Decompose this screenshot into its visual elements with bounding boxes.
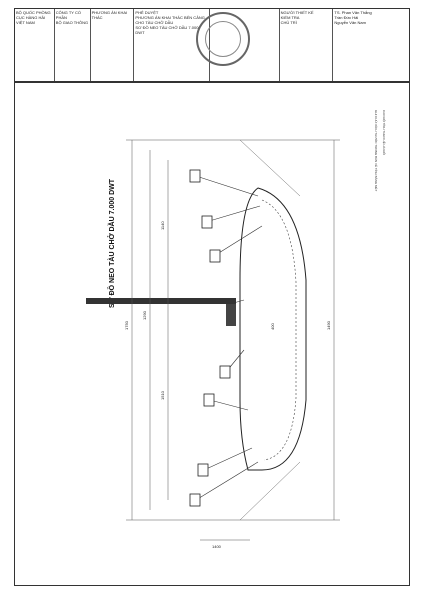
note-2: CAO ĐỘ TÍNH THEO HỆ HẢI ĐỒ — [382, 110, 386, 155]
title-block-stamp-area — [210, 9, 280, 81]
manager-label: CHỦ TRÌ — [280, 20, 297, 25]
dim-ship-length: 1290 — [142, 310, 147, 320]
ship-hull — [239, 187, 307, 471]
title-block-signatures: TS. Phan Văn Thắng Trần Đức Hải Nguyễn V… — [333, 9, 409, 81]
diagram-name: SƠ ĐỒ NEO TÀU CHỞ DẦU 7.000 DWT — [135, 25, 199, 35]
breasting-dolphin — [219, 365, 231, 379]
checker-label: KIỂM TRA — [280, 15, 300, 20]
dim-width: 1490 — [326, 320, 331, 330]
clearance-lines — [239, 139, 301, 521]
official-stamp-inner — [205, 21, 241, 57]
mooring-line — [203, 447, 253, 471]
breasting-dolphin — [203, 393, 215, 407]
dim-d3: 400 — [270, 323, 275, 330]
mooring-dolphin — [189, 169, 201, 183]
breasting-dolphin — [209, 249, 221, 263]
port-name: BỘ GIAO THÔNG — [55, 20, 89, 25]
mooring-line — [205, 205, 261, 223]
mooring-lines — [195, 175, 263, 501]
mooring-line — [209, 399, 249, 411]
official-stamp — [196, 12, 250, 66]
mooring-line — [195, 175, 259, 197]
dolphins — [189, 169, 231, 507]
clearance-line — [239, 139, 301, 197]
clearance-line — [239, 461, 301, 521]
signer-2: Trần Đức Hải — [334, 15, 359, 20]
plan-label: PHƯƠNG ÁN KHAI THÁC — [91, 10, 128, 20]
mooring-dolphin — [197, 463, 209, 477]
ship-deck — [261, 199, 297, 461]
mooring-line — [195, 461, 259, 501]
signer-3: Nguyễn Văn Nam — [334, 20, 366, 25]
note-1: GHI CHÚ: KÍCH THƯỚC TRONG BẢN VẼ TÍNH BẰ… — [374, 110, 378, 192]
title-block-department: BỘ QUỐC PHÒNG — [16, 10, 51, 15]
plan-description: PHƯƠNG ÁN KHAI THÁC BẾN CẢNG CHO TÀU CHỞ… — [135, 15, 205, 25]
dim-d1: 1140 — [160, 221, 165, 230]
dim-d2: 1510 — [160, 390, 165, 400]
title-block-plan: PHƯƠNG ÁN KHAI THÁC — [91, 9, 135, 81]
dim-overall: 1750 — [124, 320, 129, 330]
designer-label: NGƯỜI THIẾT KẾ — [280, 10, 314, 15]
breasting-dolphin — [201, 215, 213, 229]
mooring-line — [213, 225, 263, 257]
drawing-frame — [14, 82, 410, 586]
title-block-company: CÔNG TY CỔ PHẦN BỘ GIAO THÔNG — [55, 9, 91, 81]
jetty-head — [226, 304, 236, 326]
jetty — [86, 298, 236, 304]
mooring-line — [229, 299, 245, 305]
dimension-lines — [126, 139, 340, 541]
company-name: CÔNG TY CỔ PHẦN — [55, 10, 81, 20]
mooring-dolphin — [189, 493, 201, 507]
title-block-unit: CỤC HÀNG HẢI VIỆT NAM — [16, 15, 46, 25]
signer-1: TS. Phan Văn Thắng — [334, 10, 372, 15]
title-block-org: BỘ QUỐC PHÒNG CỤC HÀNG HẢI VIỆT NAM — [15, 9, 55, 81]
dim-d4: 1400 — [212, 544, 222, 549]
title-block-roles: NGƯỜI THIẾT KẾ KIỂM TRA CHỦ TRÌ — [280, 9, 334, 81]
approval-label: PHÊ DUYỆT — [135, 10, 159, 15]
